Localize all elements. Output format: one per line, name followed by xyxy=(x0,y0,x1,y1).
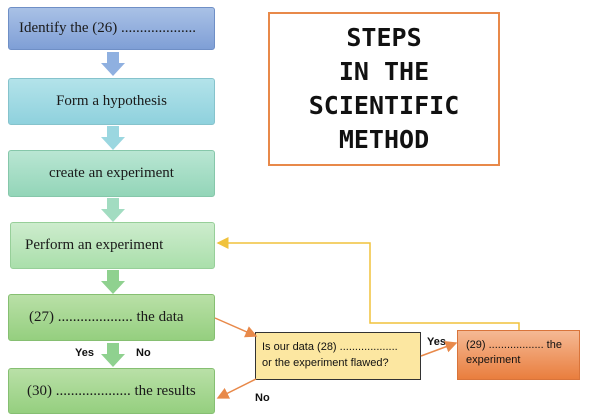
down-arrow-2 xyxy=(101,126,125,150)
step-hypothesis: Form a hypothesis xyxy=(8,78,215,125)
down-arrow-5 xyxy=(101,343,125,367)
label-yes-left: Yes xyxy=(75,347,94,359)
down-arrow-3 xyxy=(101,198,125,222)
title-box: STEPS IN THE SCIENTIFIC METHOD xyxy=(268,12,500,166)
step-create-experiment: create an experiment xyxy=(8,150,215,197)
decision-text: Is our data (28) ................... or … xyxy=(262,341,398,369)
diagram-title: STEPS IN THE SCIENTIFIC METHOD xyxy=(308,23,460,154)
label-yes-right: Yes xyxy=(427,336,446,348)
fix-text: (29) .................. the experiment xyxy=(466,339,562,366)
step-perform-experiment: Perform an experiment xyxy=(10,222,215,269)
down-arrow-4 xyxy=(101,270,125,294)
fix-experiment-box: (29) .................. the experiment xyxy=(457,330,580,380)
connector-no-to-results xyxy=(216,378,257,399)
step-analyze-data: (27) .................... the data xyxy=(8,294,215,341)
feedback-loop xyxy=(216,237,520,330)
step-identify: Identify the (26) .................... xyxy=(8,7,215,50)
label-no-left: No xyxy=(136,347,151,359)
step-report-results: (30) .................... the results xyxy=(8,368,215,414)
decision-box: Is our data (28) ................... or … xyxy=(255,332,421,380)
label-no-bottom: No xyxy=(255,392,270,404)
connector-yes-to-fix xyxy=(420,341,458,357)
down-arrow-1 xyxy=(101,52,125,76)
connector-data-to-decision xyxy=(214,317,258,338)
